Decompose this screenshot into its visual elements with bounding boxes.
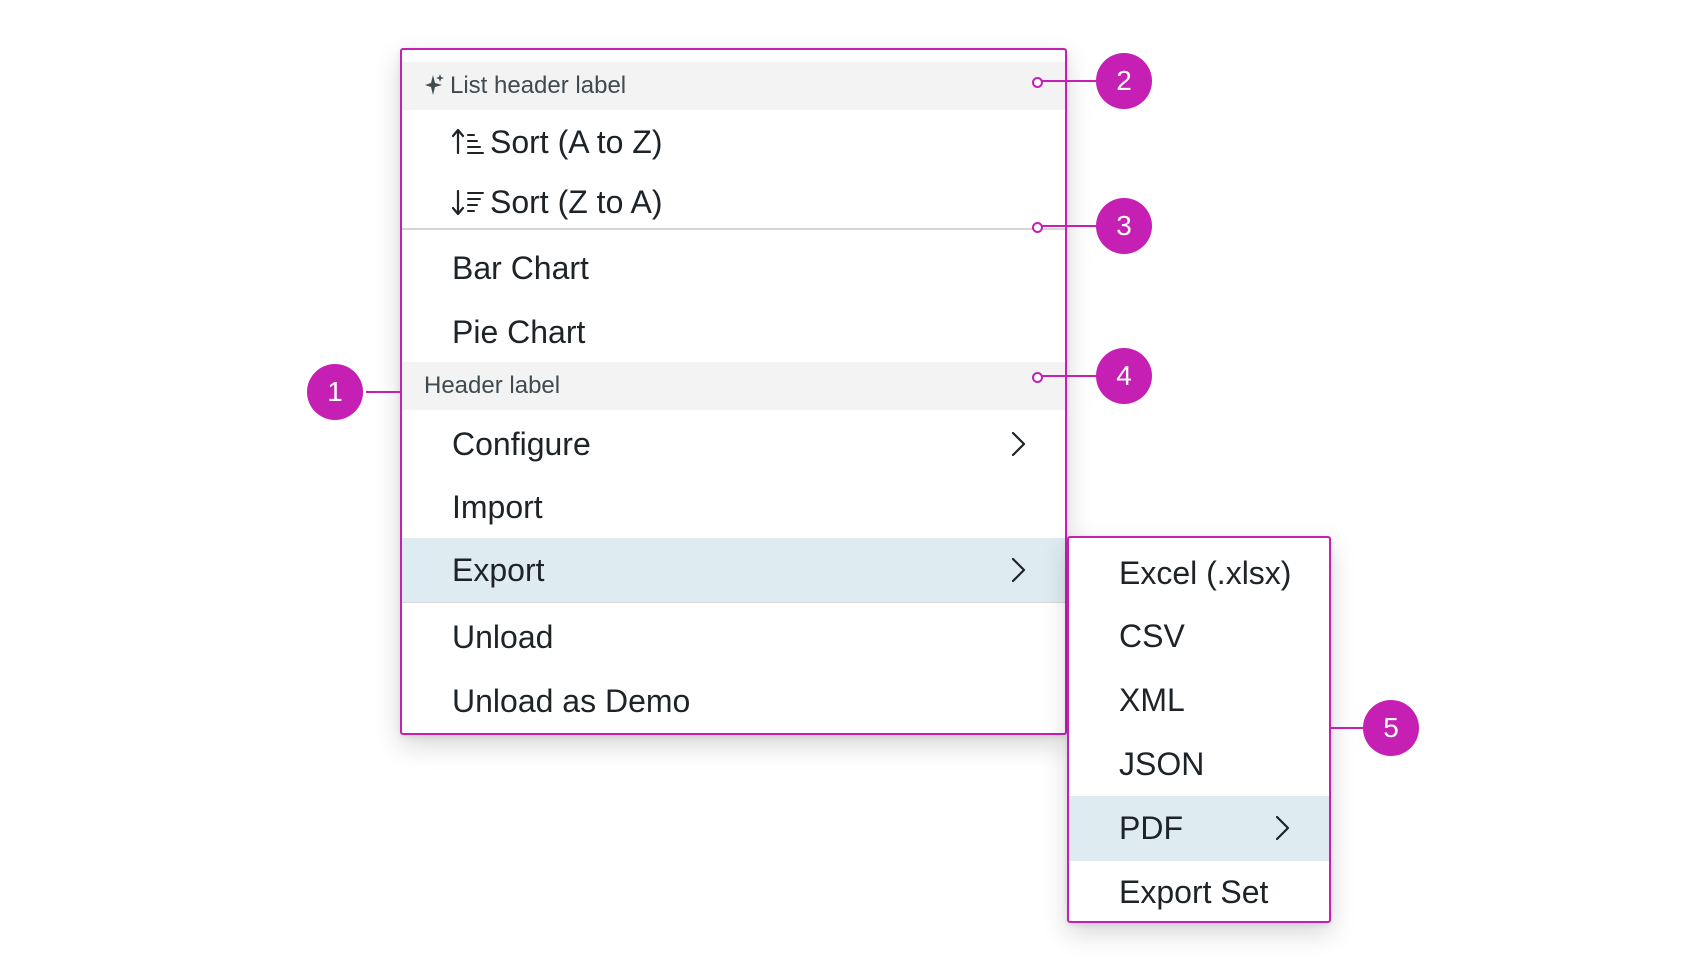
menu-item-label: Sort (Z to A): [490, 183, 663, 220]
callout-3-leader: [1041, 225, 1096, 227]
menu-item-label: Pie Chart: [452, 313, 586, 350]
chevron-right-icon: [1011, 557, 1026, 583]
callout-3-anchor: [1032, 222, 1043, 233]
export-submenu: Excel (.xlsx) CSV XML JSON PDF Export Se…: [1067, 536, 1331, 923]
submenu-item-pdf[interactable]: PDF: [1069, 796, 1329, 861]
chevron-right-icon: [1011, 431, 1026, 457]
menu-item-import[interactable]: Import: [402, 476, 1065, 538]
menu-item-label: Bar Chart: [452, 249, 589, 286]
callout-5-leader: [1331, 727, 1363, 729]
section-header-label: Header label: [424, 372, 561, 399]
menu-item-label: Unload as Demo: [452, 682, 691, 719]
menu-item-label: Export: [452, 551, 545, 588]
menu-item-label: JSON: [1119, 745, 1205, 782]
menu-divider: [402, 228, 1065, 230]
menu-item-label: Export Set: [1119, 873, 1269, 910]
menu-item-label: Unload: [452, 618, 554, 655]
callout-4: 4: [1096, 348, 1152, 404]
menu-item-label: Sort (A to Z): [490, 123, 663, 160]
callout-2: 2: [1096, 53, 1152, 109]
submenu-item-json[interactable]: JSON: [1069, 732, 1329, 796]
menu-item-bar-chart[interactable]: Bar Chart: [402, 235, 1065, 301]
sort-descending-icon: [452, 189, 484, 216]
submenu-item-export-set[interactable]: Export Set: [1069, 861, 1329, 923]
sparkle-icon: [425, 74, 444, 95]
submenu-item-xml[interactable]: XML: [1069, 668, 1329, 732]
submenu-item-csv[interactable]: CSV: [1069, 604, 1329, 668]
callout-2-leader: [1041, 80, 1096, 82]
callout-5: 5: [1363, 700, 1419, 756]
callout-1: 1: [307, 364, 363, 420]
submenu-item-excel[interactable]: Excel (.xlsx): [1069, 542, 1329, 604]
callout-2-anchor: [1032, 77, 1043, 88]
menu-item-label: XML: [1119, 681, 1185, 718]
menu-item-label: CSV: [1119, 617, 1185, 654]
menu-item-unload[interactable]: Unload: [402, 605, 1065, 669]
menu-item-export[interactable]: Export: [402, 538, 1065, 602]
list-header: List header label: [402, 62, 1065, 110]
menu-item-label: Configure: [452, 425, 591, 462]
section-header: Header label: [402, 362, 1065, 410]
menu-item-label: Import: [452, 488, 543, 525]
chevron-right-icon: [1275, 815, 1290, 841]
context-menu: List header label Sort (A to Z) Sort (Z …: [400, 48, 1067, 735]
list-header-label: List header label: [450, 72, 627, 99]
menu-item-pie-chart[interactable]: Pie Chart: [402, 301, 1065, 363]
menu-divider: [402, 602, 1065, 603]
callout-3: 3: [1096, 198, 1152, 254]
callout-4-anchor: [1032, 372, 1043, 383]
menu-item-unload-as-demo[interactable]: Unload as Demo: [402, 669, 1065, 733]
menu-item-sort-descending[interactable]: Sort (Z to A): [402, 172, 1065, 232]
menu-item-label: PDF: [1119, 810, 1183, 846]
menu-item-configure[interactable]: Configure: [402, 412, 1065, 476]
menu-item-label: Excel (.xlsx): [1119, 554, 1292, 591]
sort-ascending-icon: [452, 128, 484, 155]
callout-1-leader: [366, 391, 400, 393]
menu-item-sort-ascending[interactable]: Sort (A to Z): [402, 112, 1065, 172]
callout-4-leader: [1041, 375, 1096, 377]
